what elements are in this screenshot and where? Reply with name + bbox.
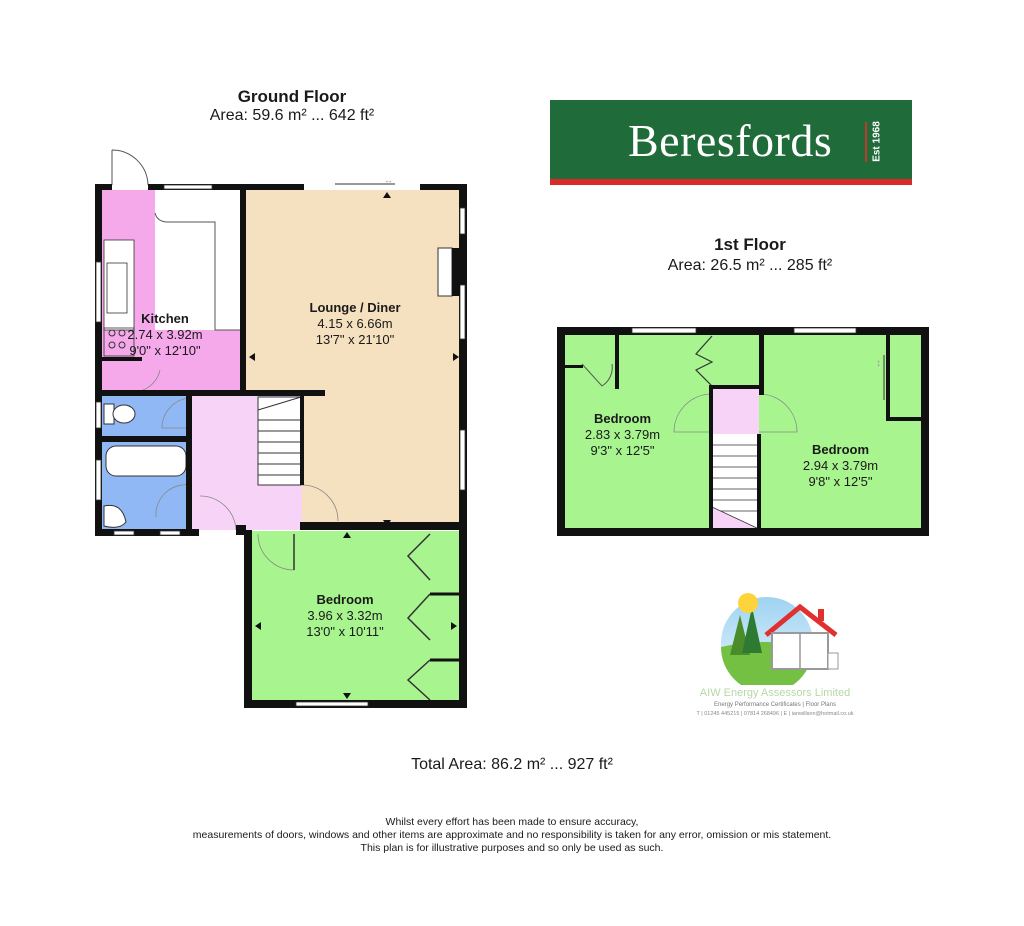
room-label-first-bedroom-1: Bedroom 2.83 x 3.79m 9'3" x 12'5"	[560, 411, 685, 459]
disclaimer-line: Whilst every effort has been made to ens…	[385, 816, 639, 828]
room-name: Lounge / Diner	[309, 300, 401, 315]
room-name: Kitchen	[141, 311, 189, 326]
energy-assessor-subtitle: Energy Performance Certificates | Floor …	[714, 702, 836, 708]
room-metric: 2.94 x 3.79m	[802, 458, 879, 473]
disclaimer-line: This plan is for illustrative purposes a…	[360, 842, 664, 854]
room-metric: 2.74 x 3.92m	[127, 327, 203, 342]
room-label-ground-bedroom: Bedroom 3.96 x 3.32m 13'0" x 10'11"	[270, 592, 420, 640]
energy-assessor-name: AIW Energy Assessors Limited	[699, 687, 851, 699]
energy-assessor-contact: T | 01245 445215 | 07814 268496 | E | ia…	[696, 711, 854, 717]
room-imperial: 13'0" x 10'11"	[306, 624, 384, 639]
svg-text:↔: ↔	[384, 175, 393, 185]
first-floor-area: Area: 26.5 m² ... 285 ft²	[667, 257, 833, 274]
room-imperial: 9'0" x 12'10"	[129, 343, 201, 358]
room-imperial: 9'8" x 12'5"	[808, 474, 873, 489]
room-name: Bedroom	[316, 592, 374, 607]
disclaimer: Whilst every effort has been made to ens…	[0, 816, 1024, 855]
room-metric: 3.96 x 3.32m	[307, 608, 383, 623]
room-imperial: 9'3" x 12'5"	[590, 443, 655, 458]
beresfords-logo: Beresfords Est 1968	[550, 100, 912, 185]
disclaimer-line: measurements of doors, windows and other…	[192, 829, 832, 841]
energy-assessor-logo-icon	[721, 593, 839, 685]
room-name: Bedroom	[593, 411, 652, 426]
logo-red-stripe	[550, 179, 912, 185]
room-label-lounge-diner: Lounge / Diner 4.15 x 6.66m 13'7" x 21'1…	[280, 300, 430, 348]
ground-floor-area: Area: 59.6 m² ... 642 ft²	[209, 107, 375, 124]
svg-text:↕: ↕	[876, 358, 881, 369]
room-imperial: 13'7" x 21'10"	[315, 332, 395, 347]
room-metric: 2.83 x 3.79m	[584, 427, 661, 442]
room-label-first-bedroom-2: Bedroom 2.94 x 3.79m 9'8" x 12'5"	[778, 442, 903, 490]
logo-divider	[865, 122, 867, 162]
ground-floor-title: Ground Floor	[237, 87, 347, 106]
room-metric: 4.15 x 6.66m	[317, 316, 393, 331]
logo-brand-text: Beresfords	[628, 115, 833, 166]
room-name: Bedroom	[811, 442, 870, 457]
room-label-kitchen: Kitchen 2.74 x 3.92m 9'0" x 12'10"	[100, 311, 230, 359]
total-area: Total Area: 86.2 m² ... 927 ft²	[411, 756, 613, 773]
first-floor-title: 1st Floor	[714, 235, 786, 254]
